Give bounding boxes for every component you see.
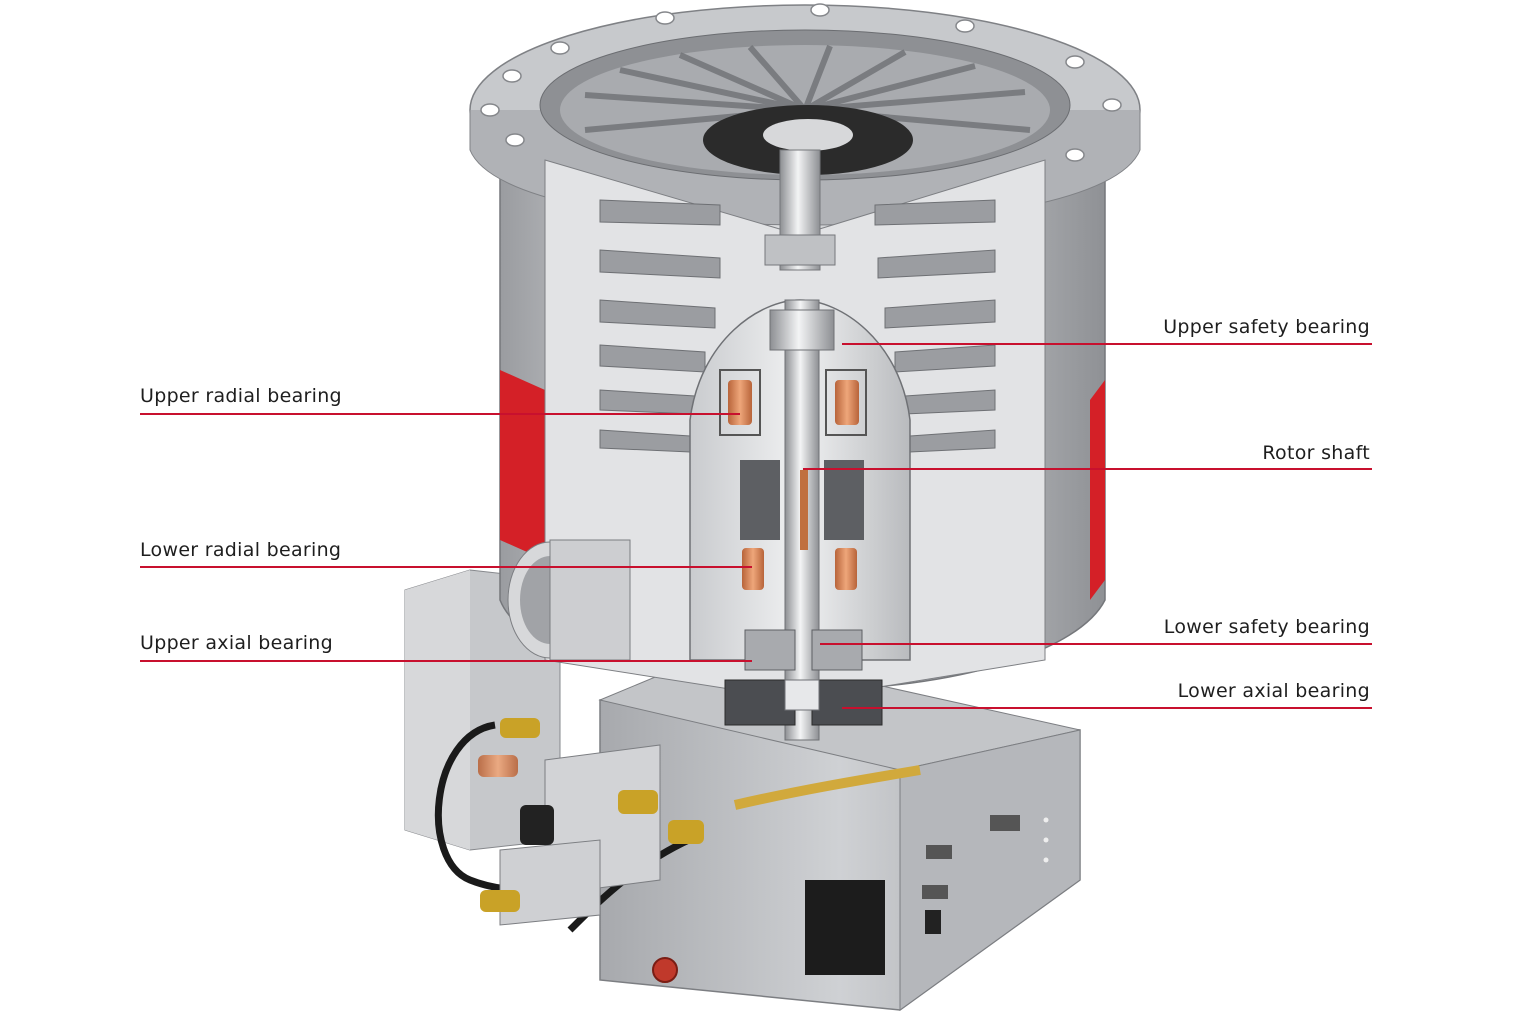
exhaust-port — [507, 539, 631, 661]
switch-icon — [925, 910, 941, 934]
lower-radial-coil-left — [742, 548, 764, 590]
label-lower-radial-bearing: Lower radial bearing — [140, 539, 342, 561]
label-lower-axial-bearing: Lower axial bearing — [1177, 680, 1370, 702]
connector-port-icon — [922, 885, 948, 899]
upper-radial-coil-right — [835, 380, 859, 425]
upper-radial-coil-left — [728, 380, 752, 425]
red-band-right — [1090, 380, 1105, 600]
brass-fitting-icon — [618, 790, 658, 814]
brass-fitting-icon — [480, 890, 520, 912]
cutaway-section — [544, 149, 1046, 741]
label-lower-safety-bearing: Lower safety bearing — [1163, 616, 1370, 638]
brass-fitting-icon — [500, 718, 540, 738]
upper-safety-bearing-part — [769, 309, 835, 351]
lower-axial-bearing-part — [724, 679, 796, 726]
valve-assembly — [434, 718, 921, 983]
brass-fitting-icon — [668, 820, 704, 844]
power-socket-icon — [805, 880, 885, 975]
connector-port-icon — [926, 845, 952, 859]
brass-fitting-icon — [478, 755, 518, 777]
lower-radial-coil-right — [835, 548, 857, 590]
label-upper-axial-bearing: Upper axial bearing — [140, 632, 333, 654]
outlet-port-icon — [652, 957, 678, 983]
connector-port-icon — [990, 815, 1020, 831]
label-upper-radial-bearing: Upper radial bearing — [140, 385, 342, 407]
brass-tube — [733, 765, 921, 810]
leader-lines — [140, 343, 1372, 709]
label-upper-safety-bearing: Upper safety bearing — [1163, 316, 1370, 338]
red-band-left — [500, 370, 545, 560]
label-rotor-shaft: Rotor shaft — [1262, 442, 1370, 464]
valve-knob-icon — [520, 805, 554, 845]
